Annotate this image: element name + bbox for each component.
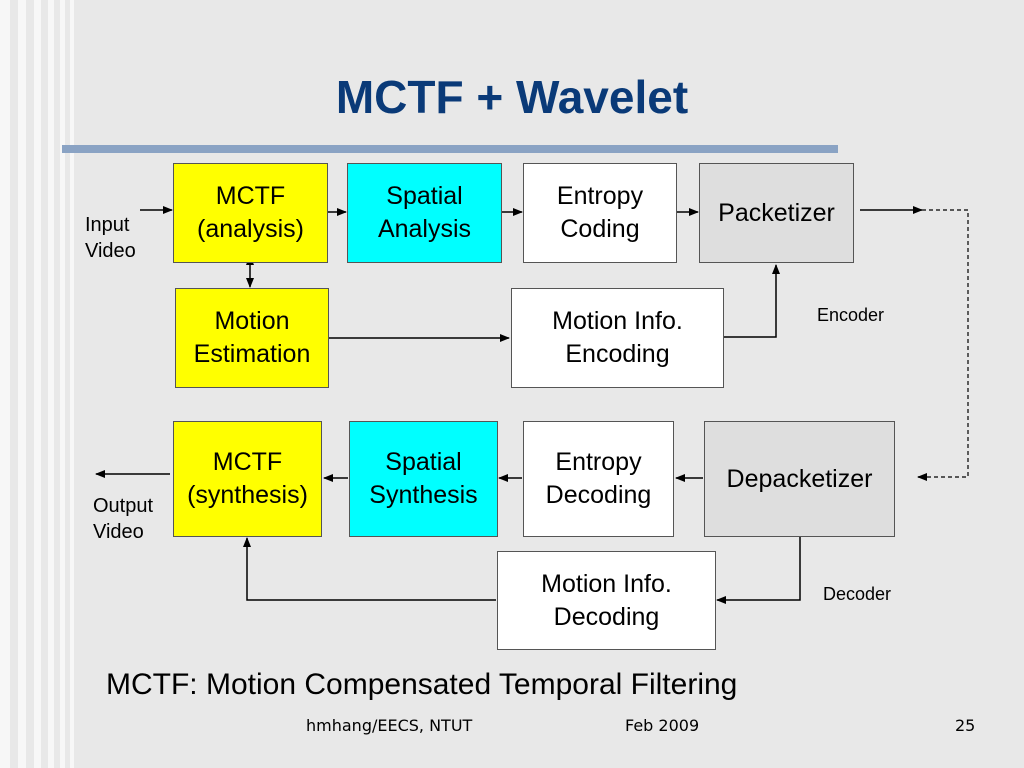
background-stripe: [48, 0, 54, 768]
spatial-synthesis-block: Spatial Synthesis: [349, 421, 498, 537]
footer-date: Feb 2009: [625, 716, 700, 735]
arrow-info-encoding-to-packetizer: [724, 264, 780, 338]
entropy-coding-block: Entropy Coding: [523, 163, 677, 263]
output-video-label: Output Video: [93, 495, 154, 543]
arrow-info-decoding-to-mctf: [243, 537, 496, 601]
background-stripe: [18, 0, 26, 768]
footer-author: hmhang/EECS, NTUT: [306, 716, 473, 735]
footer-page-number: 25: [955, 716, 976, 735]
slide-title: MCTF + Wavelet: [335, 71, 689, 123]
packetizer-block: Packetizer: [699, 163, 854, 263]
depacketizer-block: Depacketizer: [704, 421, 895, 537]
channel-dashed-line: [922, 209, 969, 478]
title-underline: [62, 145, 838, 153]
arrow-depacketizer-to-info-decoding: [716, 537, 801, 604]
motion-info-decoding-block: Motion Info. Decoding: [497, 551, 716, 650]
motion-estimation-block: Motion Estimation: [175, 288, 329, 388]
encoder-label: Encoder: [817, 305, 885, 325]
background-stripe: [60, 0, 65, 768]
mctf-synthesis-block: MCTF (synthesis): [173, 421, 322, 537]
background-stripe: [34, 0, 41, 768]
motion-info-encoding-block: Motion Info. Encoding: [511, 288, 724, 388]
abbreviation-caption: MCTF: Motion Compensated Temporal Filter…: [106, 668, 738, 701]
mctf-analysis-block: MCTF (analysis): [173, 163, 328, 263]
input-video-label: Input Video: [85, 214, 136, 262]
spatial-analysis-block: Spatial Analysis: [347, 163, 502, 263]
background-stripe: [70, 0, 74, 768]
background-stripe: [0, 0, 10, 768]
decoder-label: Decoder: [823, 584, 892, 604]
entropy-decoding-block: Entropy Decoding: [523, 421, 674, 537]
